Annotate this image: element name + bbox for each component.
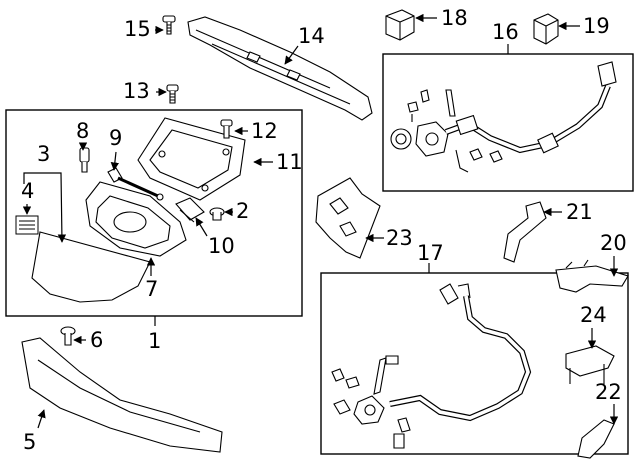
part-19-clip [533, 13, 559, 45]
callout-19: 19 [583, 14, 610, 38]
part-8-bolt [79, 147, 90, 173]
callout-20: 20 [600, 231, 627, 255]
part-10-bracket [175, 197, 205, 223]
callout-3: 3 [37, 142, 51, 166]
part-23-bracket [315, 177, 381, 259]
callout-6: 6 [90, 328, 104, 352]
part-7-frame [85, 181, 187, 257]
callout-2: 2 [236, 199, 250, 223]
part-21-bracket [503, 201, 547, 263]
part-13-bolt [166, 84, 179, 104]
part-18-clip [385, 9, 415, 41]
part-20-bracket [555, 259, 629, 293]
part-15-bolt [162, 15, 176, 35]
part-17-harness [331, 283, 532, 449]
callout-4: 4 [21, 179, 35, 203]
callout-1: 1 [148, 329, 162, 353]
part-12-bolt [220, 119, 233, 139]
callout-7: 7 [145, 277, 159, 301]
part-22-bracket [577, 419, 615, 459]
part-5-shield [21, 337, 223, 453]
part-6-bolt [60, 326, 76, 346]
part-16-harness [390, 61, 617, 173]
leader-lines [22, 13, 619, 429]
callout-16: 16 [492, 20, 519, 44]
part-11-bracket [137, 117, 246, 201]
callout-17: 17 [417, 241, 444, 265]
callout-11: 11 [276, 150, 303, 174]
callout-18: 18 [441, 6, 468, 30]
callout-10: 10 [208, 234, 235, 258]
callout-14: 14 [298, 24, 325, 48]
callout-22: 22 [595, 380, 622, 404]
callout-5: 5 [23, 430, 37, 454]
callout-13: 13 [123, 79, 150, 103]
part-3-panel [31, 231, 151, 303]
part-9-rod [107, 167, 164, 201]
part-14-radiator-cover [187, 16, 373, 121]
callout-9: 9 [109, 126, 123, 150]
part-2-clip [209, 207, 225, 221]
callout-12: 12 [251, 119, 278, 143]
part-24-bracket [565, 345, 615, 384]
callout-23: 23 [386, 226, 413, 250]
part-4-label [15, 215, 39, 235]
assembly-box-17 [320, 272, 629, 455]
callout-21: 21 [566, 200, 593, 224]
callout-24: 24 [580, 303, 607, 327]
assembly-box-16 [382, 53, 634, 192]
assembly-box-1 [5, 109, 303, 317]
callout-8: 8 [76, 119, 90, 143]
callout-15: 15 [124, 17, 151, 41]
